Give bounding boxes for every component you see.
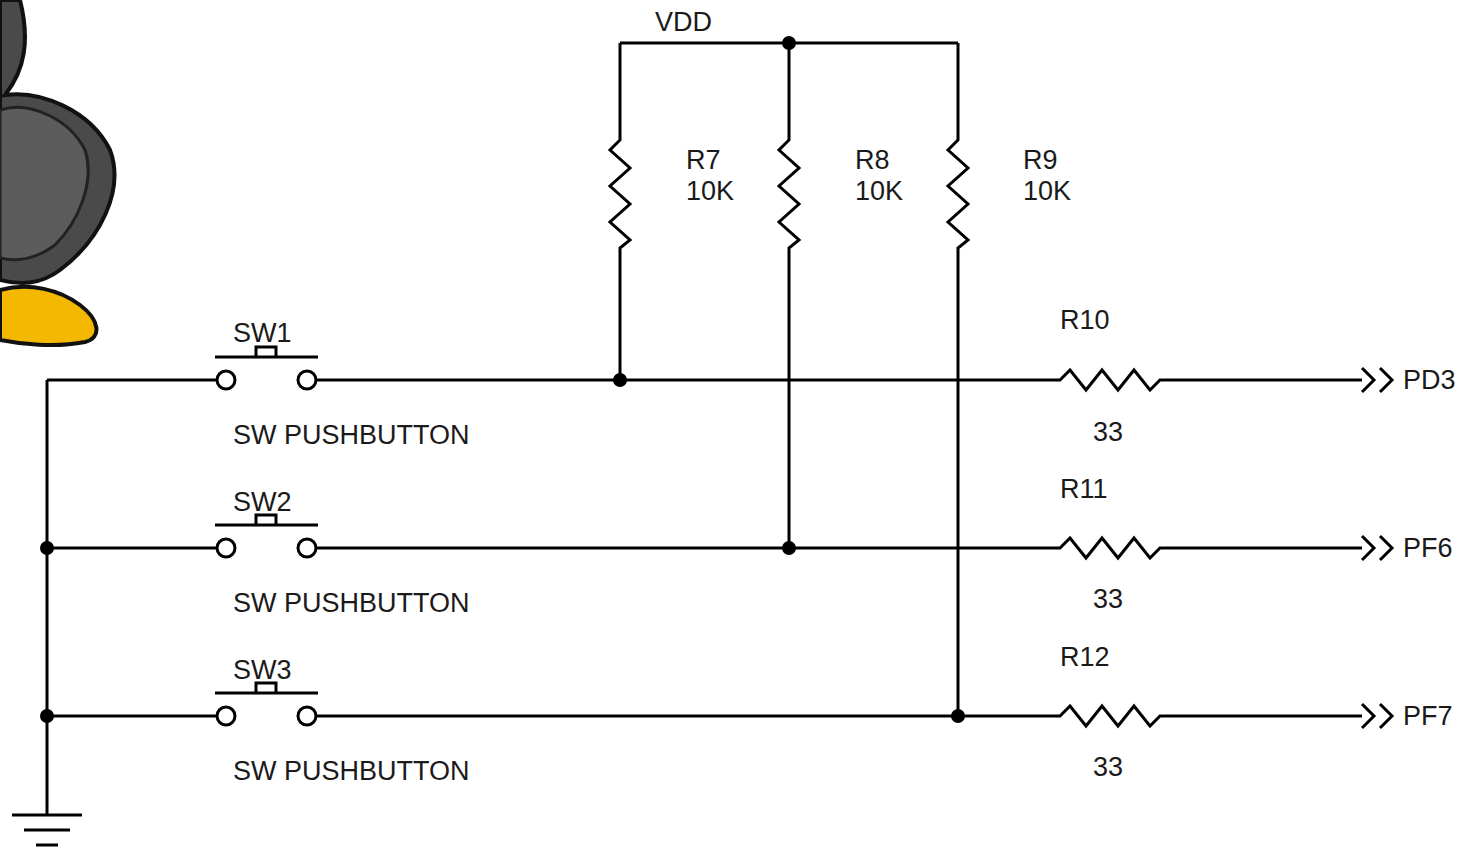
part-name: R12	[1060, 644, 1110, 671]
part-name: SW1	[233, 320, 292, 347]
part-type: SW PUSHBUTTON	[233, 422, 470, 449]
part-name: R9	[1023, 147, 1058, 174]
part-name: SW3	[233, 657, 292, 684]
part-name: R10	[1060, 307, 1110, 334]
net-label: VDD	[655, 9, 712, 36]
part-value: 33	[1093, 754, 1123, 781]
part-value: 10K	[1023, 178, 1071, 205]
part-name: R7	[686, 147, 721, 174]
part-name: SW2	[233, 489, 292, 516]
penguin-illustration	[0, 0, 114, 345]
junction-dots	[40, 36, 965, 723]
wires	[12, 43, 1392, 845]
pin-name: PF6	[1403, 535, 1453, 562]
part-type: SW PUSHBUTTON	[233, 758, 470, 785]
part-type: SW PUSHBUTTON	[233, 590, 470, 617]
pushbutton-symbols	[215, 347, 318, 725]
part-value: 33	[1093, 586, 1123, 613]
part-value: 10K	[686, 178, 734, 205]
part-value: 10K	[855, 178, 903, 205]
part-name: R8	[855, 147, 890, 174]
pin-name: PF7	[1403, 703, 1453, 730]
part-name: R11	[1060, 476, 1108, 503]
part-value: 33	[1093, 419, 1123, 446]
pin-name: PD3	[1403, 367, 1456, 394]
